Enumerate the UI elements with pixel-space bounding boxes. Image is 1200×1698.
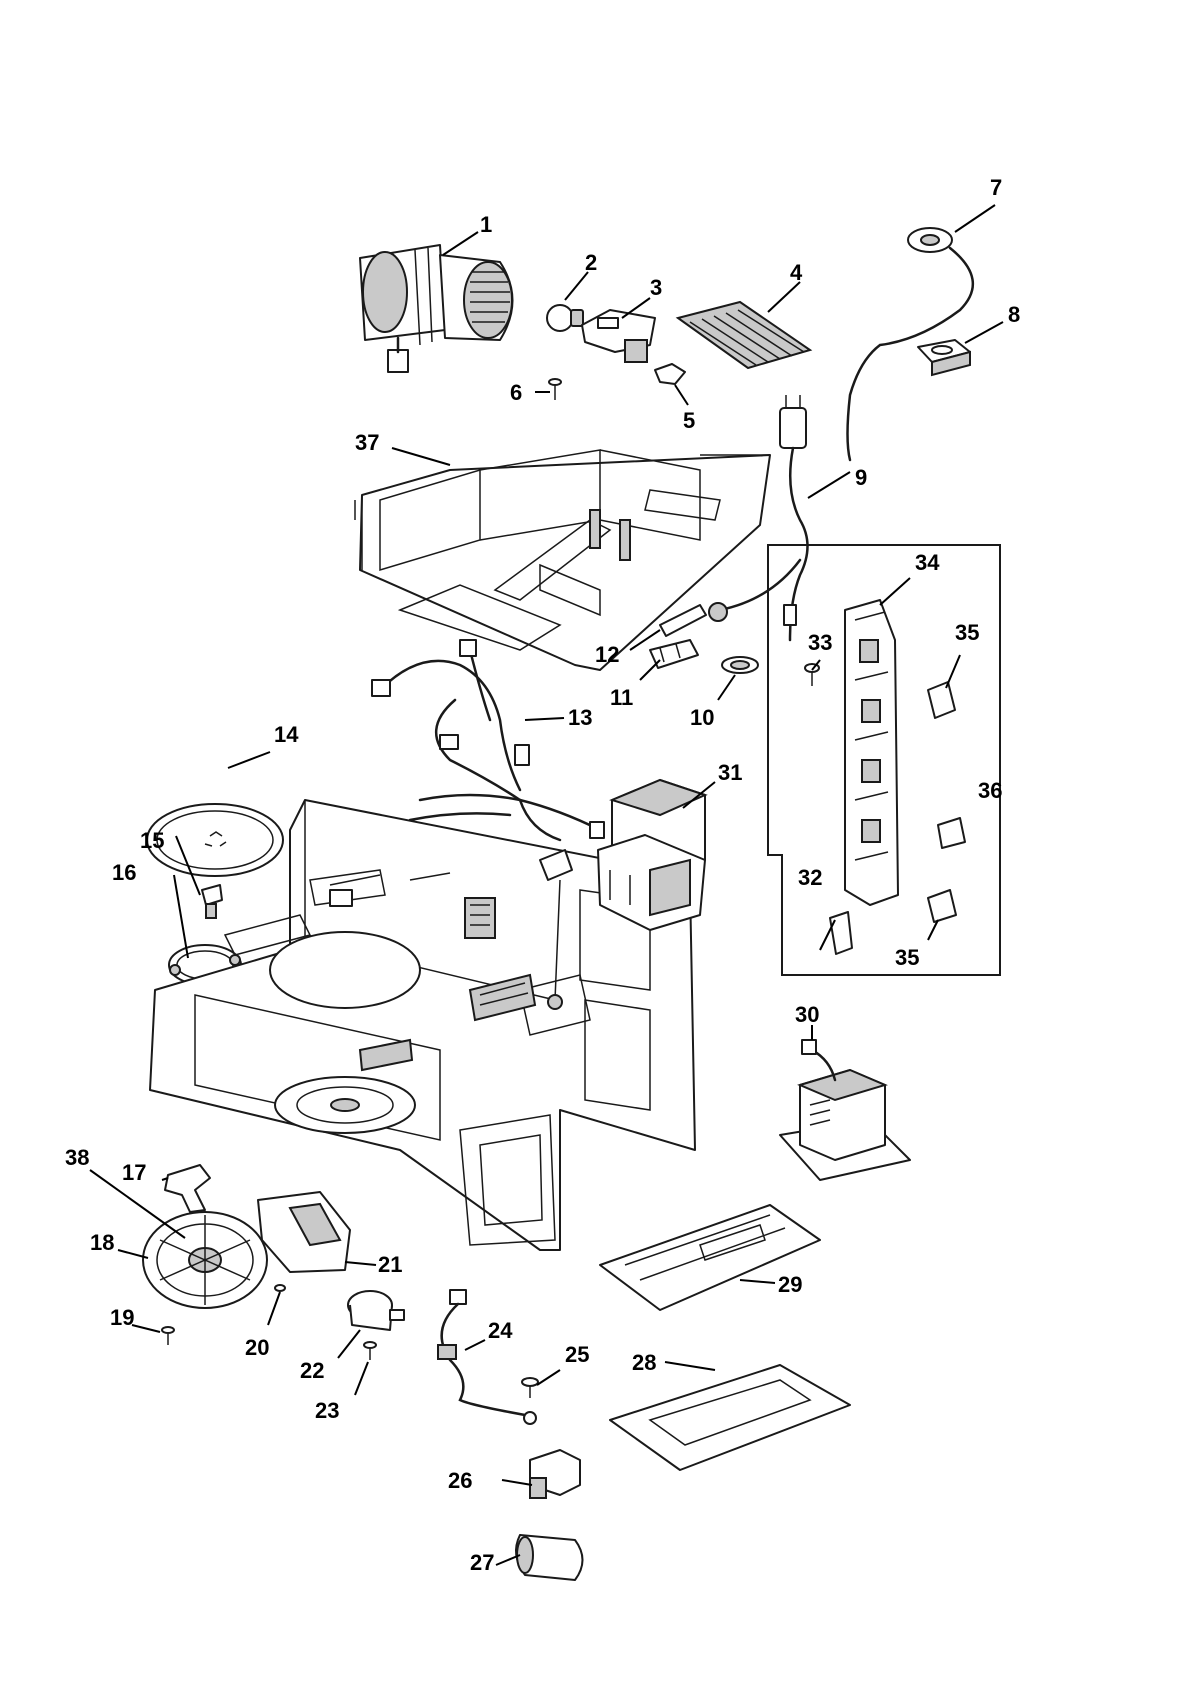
callout-labels: 1 2 3 4 5 6 7 8 9 10 11 12 13 14 15 16 1… [65,175,1020,1575]
callout-24: 24 [488,1318,513,1343]
callout-36: 36 [978,778,1002,803]
part-30-transformer [779,1039,911,1181]
callout-25: 25 [565,1342,589,1367]
part-22-stirrer-motor [347,1290,405,1331]
callout-13: 13 [568,705,592,730]
part-31-thermal-switch [539,849,573,881]
callout-27: 27 [470,1550,494,1575]
part-8-sensor-pad [917,339,971,377]
callout-2: 2 [585,250,597,275]
part-32-latch-lever [829,911,853,955]
callout-18: 18 [90,1230,114,1255]
part-21-vent-cover [257,1191,351,1273]
callout-22: 22 [300,1358,324,1383]
part-26-hinge-bracket [529,1449,581,1499]
callout-14: 14 [274,722,299,747]
callout-6: 6 [510,380,522,405]
part-1-blower-motor [359,244,514,373]
part-14-glass-tray [146,803,284,877]
callout-17: 17 [122,1160,146,1185]
callout-38: 38 [65,1145,89,1170]
callout-3: 3 [650,275,662,300]
callout-11: 11 [610,685,633,710]
callout-28: 28 [632,1350,656,1375]
callout-1: 1 [480,212,492,237]
callout-35-upper: 35 [955,620,979,645]
part-27-handle-knob [515,1534,584,1581]
part-34-latch-board [844,599,899,906]
latch-assembly-box [767,544,1001,976]
part-25-screw [521,1377,539,1398]
callout-20: 20 [245,1335,269,1360]
part-12-fuse [659,604,707,637]
part-11-fuse-holder [649,639,699,669]
part-29-bottom-plate [599,1204,821,1311]
part-5-clip [654,363,686,385]
part-9-power-cord [708,395,809,642]
part-19-screw [161,1326,175,1345]
part-23-screw [363,1341,377,1360]
callout-34: 34 [915,550,940,575]
callout-9: 9 [855,465,867,490]
part-28-panel [609,1364,851,1471]
part-36-switch [937,817,966,849]
callout-19: 19 [110,1305,134,1330]
callout-21: 21 [378,1252,402,1277]
part-31-magnetron [597,778,708,931]
callout-12: 12 [595,642,619,667]
part-2-lamp-bulb [546,304,584,332]
callout-37: 37 [355,430,379,455]
part-7-sensor [846,227,975,462]
part-10-thermal-cutout [721,656,759,674]
part-18-stirrer-cover [142,1211,268,1309]
callout-31: 31 [718,760,742,785]
callout-4: 4 [790,260,803,285]
part-4-grease-filter [675,300,813,370]
part-6-screw [548,378,562,400]
part-35-switch-upper [927,681,956,719]
part-35-switch-lower [927,889,957,923]
callout-5: 5 [683,408,695,433]
callout-23: 23 [315,1398,339,1423]
callout-35-lower: 35 [895,945,919,970]
part-24-wire-lead [437,1289,537,1425]
callout-32: 32 [798,865,822,890]
callout-8: 8 [1008,302,1020,327]
part-37-base-plate [354,449,771,671]
callout-16: 16 [112,860,136,885]
part-33-screw [804,663,820,686]
part-15-coupler [201,884,223,919]
callout-7: 7 [990,175,1002,200]
callout-26: 26 [448,1468,472,1493]
callout-33: 33 [808,630,832,655]
part-20-fastener [274,1284,286,1292]
callout-30: 30 [795,1002,819,1027]
part-3-lamp-socket [581,309,656,363]
callout-15: 15 [140,828,164,853]
callout-29: 29 [778,1272,802,1297]
leader-lines [89,204,1004,1566]
part-17-stirrer-blade [164,1164,211,1213]
callout-10: 10 [690,705,714,730]
